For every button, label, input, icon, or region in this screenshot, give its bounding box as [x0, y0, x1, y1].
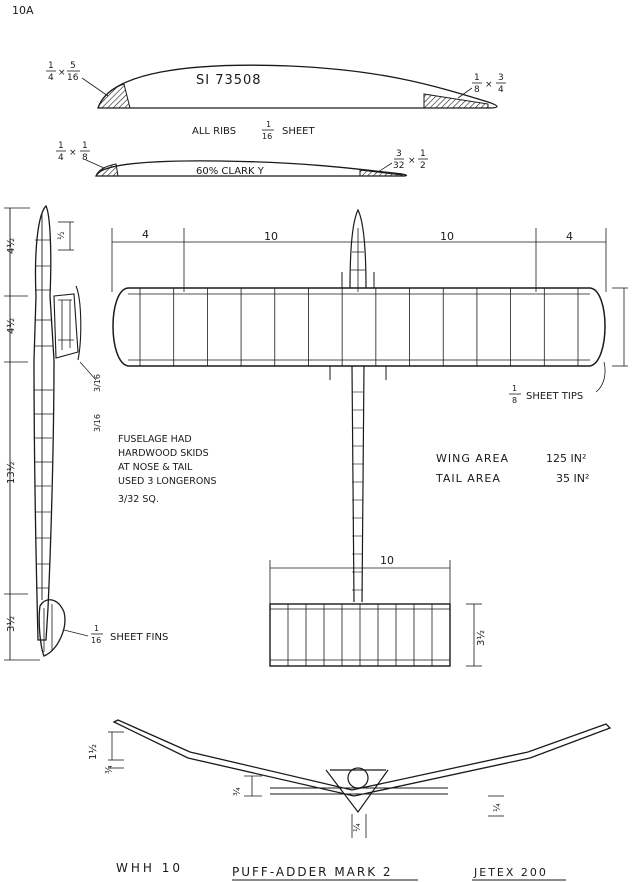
front-view: 1½ ¾ ¾ ¼ ¼	[87, 719, 612, 838]
fuselage-side-view: 4½ 4½ 13½ 3½	[4, 204, 102, 661]
wing-dim-tip-left: 4	[142, 228, 149, 241]
wing-outline	[112, 287, 606, 367]
tte-x: ×	[408, 156, 416, 166]
tle-x: ×	[69, 148, 77, 158]
front-view-wing	[112, 719, 612, 797]
tailplane-ribs	[287, 604, 433, 666]
wing-ribs	[139, 288, 579, 366]
front-dim-stab-dihedral: ¼	[493, 803, 503, 812]
ribs-note-suffix: SHEET	[282, 126, 316, 137]
fuse-dim-tail: 3½	[5, 616, 17, 632]
ribs-note-num: 1	[266, 120, 271, 129]
boom-spacers	[352, 391, 363, 591]
main-rib-le-size: 1 4 × 5 16	[46, 61, 109, 97]
tail-area-value: 35 IN²	[556, 472, 589, 485]
tail-rib-section-name: 60% CLARK Y	[196, 166, 265, 177]
tle-den2: 8	[82, 153, 88, 163]
le-num2: 5	[70, 61, 76, 71]
le-num: 1	[48, 61, 54, 71]
tips-note: 1 8 SHEET TIPS	[509, 361, 606, 405]
tips-note-den: 8	[512, 396, 517, 405]
fuselage-note-line-3: AT NOSE & TAIL	[118, 462, 193, 473]
fuse-dim-pylon-width: ½	[57, 231, 67, 240]
tips-note-num: 1	[512, 384, 517, 393]
tte-den: 32	[393, 161, 404, 171]
tail-rib-le-size: 1 4 × 1 8	[56, 141, 105, 169]
title-block: WHH 10 PUFF-ADDER MARK 2 JETEX 200	[116, 861, 566, 881]
plan-view: 4 10 10 4 1 8 SHEET TIPS	[111, 208, 628, 667]
front-dim-pod-width: ¼	[353, 823, 363, 832]
area-block: WING AREA 125 IN² TAIL AREA 35 IN²	[435, 452, 589, 485]
tle-num2: 1	[82, 141, 88, 151]
wing-dim-panel-right: 10	[440, 230, 454, 243]
wing-span-dims: 4 10 10 4	[111, 228, 607, 292]
tle-num: 1	[58, 141, 64, 151]
page-label: 10A	[12, 4, 34, 17]
te-x: ×	[485, 80, 493, 90]
front-dim-dihedral-outer: 1½	[87, 744, 99, 760]
le-x: ×	[58, 68, 66, 78]
tail-area-label: TAIL AREA	[435, 472, 501, 485]
wing-dim-tip-right: 4	[566, 230, 573, 243]
te-den: 8	[474, 85, 480, 95]
ribs-note: ALL RIBS 1 16 SHEET	[192, 120, 316, 141]
fuselage-note-line-2: HARDWOOD SKIDS	[118, 448, 209, 459]
le-den: 4	[48, 73, 54, 83]
fuse-dim-side-b: 3/16	[93, 414, 102, 432]
title-model: PUFF-ADDER MARK 2	[232, 865, 393, 879]
main-rib-te-size: 1 8 × 3 4	[457, 73, 506, 99]
tailplane-dim-chord: 3½	[475, 630, 487, 646]
fins-note-den: 16	[91, 636, 101, 645]
title-designer: WHH 10	[116, 861, 183, 875]
fuselage-note: FUSELAGE HAD HARDWOOD SKIDS AT NOSE & TA…	[118, 434, 217, 505]
fuse-dim-nose: 4½	[5, 238, 17, 254]
front-dim-fin-height: ¾	[233, 787, 243, 796]
ribs-note-den: 16	[262, 132, 272, 141]
tailplane-dims: 10 3½	[269, 554, 487, 667]
main-rib-section-name: SI 73508	[196, 73, 262, 88]
fins-note-num: 1	[94, 624, 99, 633]
tail-rib-te-size: 3 32 × 1 2	[377, 149, 428, 173]
tips-note-text: SHEET TIPS	[526, 391, 583, 402]
te-num2: 3	[498, 73, 504, 83]
fuselage-note-line-4: USED 3 LONGERONS	[118, 476, 217, 487]
tte-den2: 2	[420, 161, 426, 171]
le-den2: 16	[67, 73, 79, 83]
tte-num2: 1	[420, 149, 426, 159]
tle-den: 4	[58, 153, 64, 163]
fuselage-spacers	[34, 239, 53, 589]
fuselage-note-line-1: FUSELAGE HAD	[118, 434, 192, 445]
tailplane-dim-span: 10	[380, 554, 394, 567]
fuse-dim-boom: 13½	[5, 461, 17, 484]
ribs-note-prefix: ALL RIBS	[192, 126, 236, 137]
te-num: 1	[474, 73, 480, 83]
main-rib-section: SI 73508 1 4 × 5 16 1 8 × 3 4	[46, 61, 506, 109]
te-den2: 4	[498, 85, 504, 95]
wing-area-value: 125 IN²	[546, 452, 586, 465]
fuselage-note-line-5: 3/32 SQ.	[118, 494, 159, 505]
wing-dim-panel-left: 10	[264, 230, 278, 243]
fuse-dim-side-a: 3/16	[93, 374, 102, 392]
fins-note: 1 16 SHEET FINS	[63, 624, 168, 645]
wing-area-label: WING AREA	[436, 452, 509, 465]
front-dim-dihedral-inner: ¾	[105, 765, 115, 774]
fins-note-text: SHEET FINS	[110, 632, 168, 643]
fuse-dim-pylon: 4½	[5, 318, 17, 334]
tte-num: 3	[396, 149, 402, 159]
tail-rib-section: 60% CLARK Y 1 4 × 1 8 3 32 × 1 2	[56, 141, 428, 177]
title-engine: JETEX 200	[473, 866, 548, 879]
